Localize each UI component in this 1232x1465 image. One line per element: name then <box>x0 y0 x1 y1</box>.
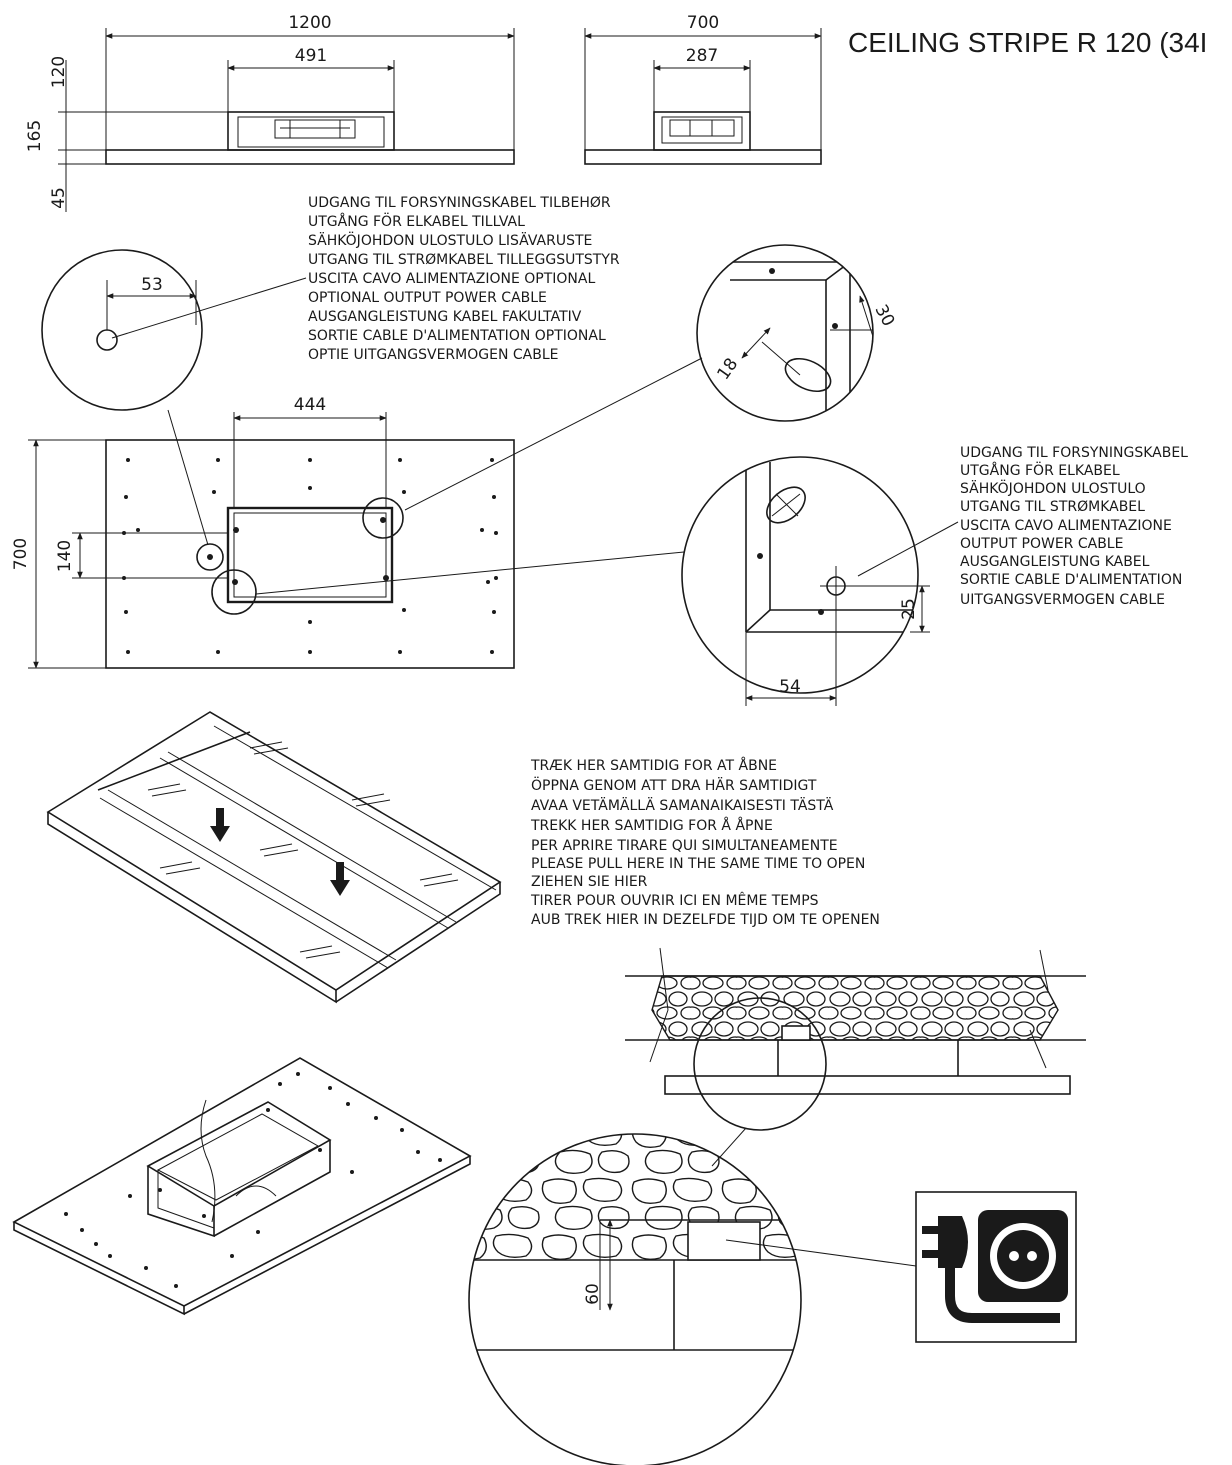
dim-side-box-width: 287 <box>686 46 718 66</box>
svg-text:UTGÅNG FÖR ELKABEL TILLVAL: UTGÅNG FÖR ELKABEL TILLVAL <box>308 212 525 230</box>
dim-plan-hole-offset: 140 <box>55 540 75 572</box>
svg-text:PER APRIRE TIRARE QUI SIMULTAN: PER APRIRE TIRARE QUI SIMULTANEAMENTE <box>531 838 838 854</box>
detail-corner-bottom-circle: 54 25 <box>681 456 959 706</box>
dim-plan-height: 700 <box>11 538 31 570</box>
dim-ceiling-depth: 60 <box>583 1283 603 1305</box>
iso-motor-panel <box>12 1057 472 1316</box>
svg-text:AUSGANGLEISTUNG KABEL: AUSGANGLEISTUNG KABEL <box>960 554 1150 570</box>
svg-text:SORTIE CABLE D'ALIMENTATION OP: SORTIE CABLE D'ALIMENTATION OPTIONAL <box>308 328 606 344</box>
dim-front-box-width: 491 <box>295 46 327 66</box>
svg-text:USCITA CAVO ALIMENTAZIONE: USCITA CAVO ALIMENTAZIONE <box>960 518 1172 534</box>
wall-socket-icon <box>978 1210 1068 1302</box>
dim-side-width: 700 <box>687 13 719 33</box>
dim-front-height-upper: 120 <box>49 56 69 88</box>
svg-text:UDGANG TIL FORSYNINGSKABEL: UDGANG TIL FORSYNINGSKABEL <box>960 445 1188 461</box>
svg-text:SORTIE CABLE D'ALIMENTATION: SORTIE CABLE D'ALIMENTATION <box>960 572 1182 588</box>
front-view: 1200 491 120 165 45 <box>25 13 515 212</box>
dim-outlet-y: 25 <box>899 598 919 620</box>
iso-fixing-holes <box>64 1072 442 1288</box>
plan-fixing-holes <box>122 458 498 654</box>
power-plug-icon <box>922 1216 1060 1323</box>
svg-text:TRÆK HER SAMTIDIG FOR AT ÅBNE: TRÆK HER SAMTIDIG FOR AT ÅBNE <box>530 757 777 774</box>
svg-text:ÖPPNA GENOM ATT DRA HÄR SAMTID: ÖPPNA GENOM ATT DRA HÄR SAMTIDIGT <box>531 776 817 794</box>
dim-front-panel-thickness: 45 <box>49 187 69 209</box>
ceiling-section <box>625 947 1086 1167</box>
power-socket-box <box>915 1191 1077 1343</box>
dim-front-width: 1200 <box>288 13 331 33</box>
ceiling-detail-circle: 60 <box>468 1133 917 1465</box>
dim-outlet-x: 54 <box>779 677 801 697</box>
detail-hole-circle: 53 <box>41 249 209 546</box>
svg-text:UITGANGSVERMOGEN CABLE: UITGANGSVERMOGEN CABLE <box>960 592 1165 608</box>
dim-hole-offset: 53 <box>141 275 163 295</box>
svg-text:OPTIE UITGANGSVERMOGEN CABLE: OPTIE UITGANGSVERMOGEN CABLE <box>308 347 558 363</box>
svg-text:AUSGANGLEISTUNG KABEL FAKULTAT: AUSGANGLEISTUNG KABEL FAKULTATIV <box>308 309 582 325</box>
svg-text:TIRER POUR OUVRIR ICI EN MÊME: TIRER POUR OUVRIR ICI EN MÊME TEMPS <box>530 891 819 909</box>
svg-text:SÄHKÖJOHDON ULOSTULO LISÄVARUS: SÄHKÖJOHDON ULOSTULO LISÄVARUSTE <box>308 231 592 249</box>
cable-note: UDGANG TIL FORSYNINGSKABEL UTGÅNG FÖR EL… <box>960 445 1188 608</box>
svg-text:ZIEHEN SIE HIER: ZIEHEN SIE HIER <box>531 874 648 890</box>
side-view: 700 287 <box>584 13 822 165</box>
dim-corner-a: 18 <box>714 355 743 384</box>
pull-note: TRÆK HER SAMTIDIG FOR AT ÅBNE ÖPPNA GENO… <box>530 757 880 928</box>
svg-text:TREKK HER SAMTIDIG FOR Å ÅPNE: TREKK HER SAMTIDIG FOR Å ÅPNE <box>530 817 773 834</box>
dim-plan-box-width: 444 <box>294 395 326 415</box>
svg-text:SÄHKÖJOHDON ULOSTULO: SÄHKÖJOHDON ULOSTULO <box>960 479 1146 497</box>
iso-filter-panels <box>46 711 502 1004</box>
svg-text:AUB TREK HIER IN DEZELFDE TIJD: AUB TREK HIER IN DEZELFDE TIJD OM TE OPE… <box>531 912 880 928</box>
svg-text:OUTPUT POWER CABLE: OUTPUT POWER CABLE <box>960 536 1123 552</box>
svg-text:UTGÅNG FÖR ELKABEL: UTGÅNG FÖR ELKABEL <box>960 461 1120 479</box>
cable-note-optional: UDGANG TIL FORSYNINGSKABEL TILBEHØR UTGÅ… <box>111 195 620 363</box>
plan-view: 444 700 140 <box>11 395 685 669</box>
svg-text:USCITA CAVO ALIMENTAZIONE OPTI: USCITA CAVO ALIMENTAZIONE OPTIONAL <box>308 271 595 287</box>
svg-text:UTGANG TIL STRØMKABEL: UTGANG TIL STRØMKABEL <box>960 499 1145 515</box>
dim-corner-b: 30 <box>871 301 899 329</box>
svg-text:UTGANG TIL STRØMKABEL TILLEGGS: UTGANG TIL STRØMKABEL TILLEGGSUTSTYR <box>308 252 620 268</box>
page-title: CEILING STRIPE R 120 (34I <box>848 27 1207 58</box>
svg-text:PLEASE PULL HERE IN THE SAME T: PLEASE PULL HERE IN THE SAME TIME TO OPE… <box>531 856 865 872</box>
svg-text:AVAA VETÄMÄLLÄ SAMANAIKAISESTI: AVAA VETÄMÄLLÄ SAMANAIKAISESTI TÄSTÄ <box>531 796 834 814</box>
svg-text:UDGANG TIL FORSYNINGSKABEL TIL: UDGANG TIL FORSYNINGSKABEL TILBEHØR <box>308 195 611 211</box>
svg-text:OPTIONAL OUTPUT POWER CABLE: OPTIONAL OUTPUT POWER CABLE <box>308 290 547 306</box>
dim-front-height-total: 165 <box>25 120 45 152</box>
